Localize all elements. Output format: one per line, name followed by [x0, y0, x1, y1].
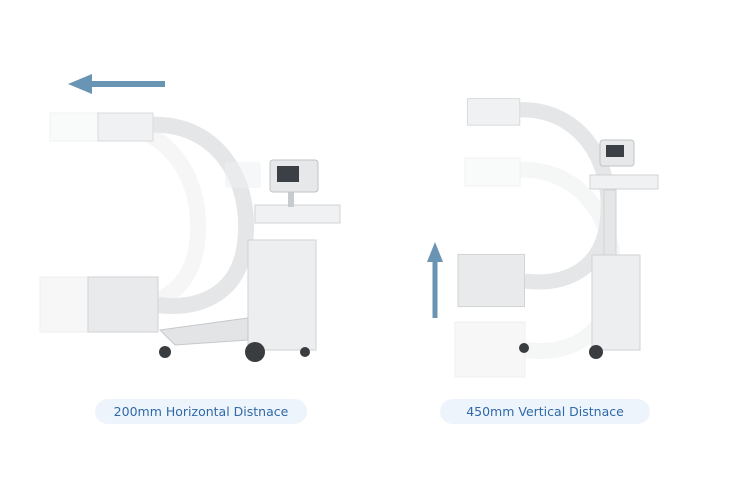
c-arm-vertical: [455, 99, 659, 377]
c-arm-horizontal: [40, 113, 341, 362]
vertical-distance-caption: 450mm Vertical Distnace: [440, 399, 650, 424]
arrow-up-icon: [427, 242, 443, 318]
horizontal-distance-caption: 200mm Horizontal Distnace: [95, 399, 307, 424]
arrow-left-icon: [68, 74, 165, 94]
